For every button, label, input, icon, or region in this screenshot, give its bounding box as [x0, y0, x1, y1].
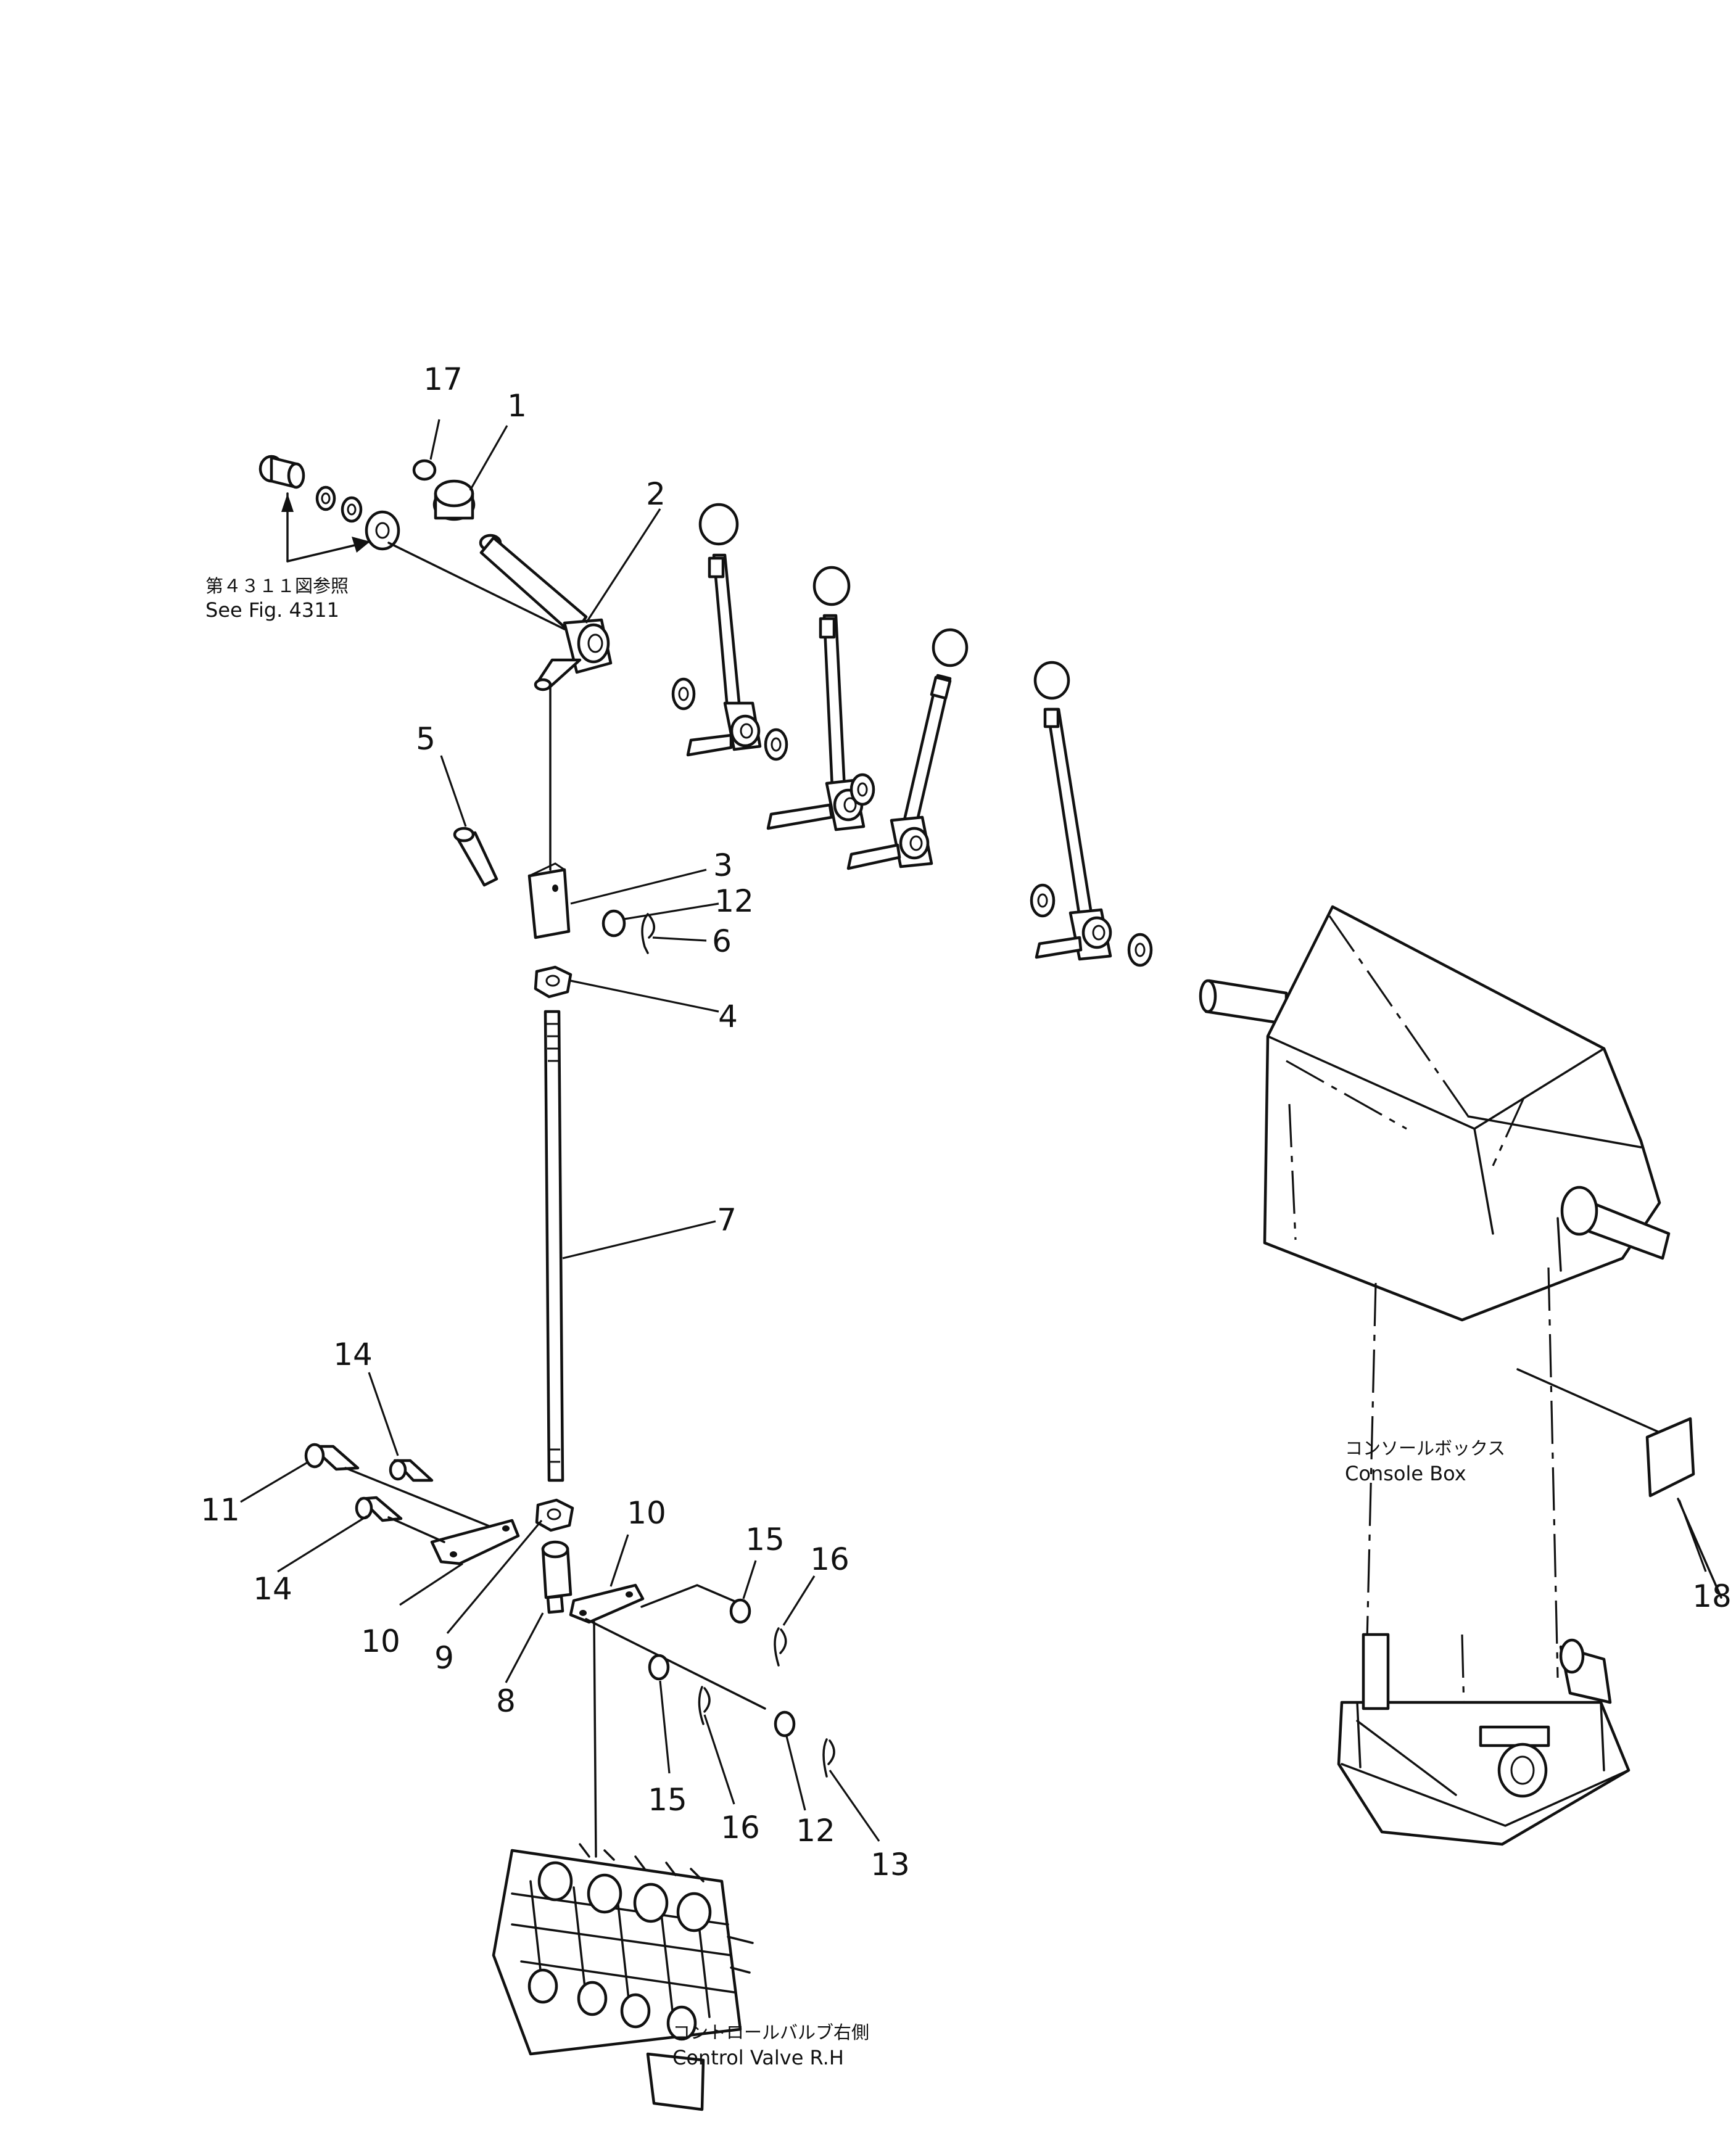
callout-14-top: 14 — [333, 1337, 373, 1372]
control-lever-3 — [846, 628, 969, 870]
console-box-label-en: Console Box — [1345, 1462, 1466, 1485]
callout-9: 9 — [434, 1640, 454, 1676]
part-1-cap — [432, 479, 476, 521]
part-16-cotter-bottom — [698, 1686, 711, 1725]
callout-16-bottom: 16 — [721, 1810, 760, 1845]
part-11-bolt — [304, 1443, 360, 1471]
callout-10-right: 10 — [627, 1495, 666, 1531]
fig-ref-pin-group — [258, 455, 400, 563]
callout-17: 17 — [423, 361, 463, 397]
part-6-cotter-top — [641, 913, 655, 954]
callout-15-top: 15 — [745, 1522, 785, 1557]
part-2-main-lever — [479, 534, 613, 691]
lever-pin-axis — [387, 542, 566, 630]
part-10-link-right — [569, 1583, 645, 1624]
part-15-washer-bottom — [648, 1654, 670, 1681]
callout-3: 3 — [713, 847, 733, 883]
part-8-clevis — [541, 1540, 572, 1614]
callout-10-left: 10 — [361, 1623, 400, 1659]
callout-7: 7 — [717, 1202, 737, 1238]
part-9-nut-bottom — [535, 1498, 574, 1532]
part-15-washer-top — [729, 1598, 751, 1624]
link-right-upper-line — [640, 1584, 742, 1608]
fig-ref-note-en: See Fig. 4311 — [205, 598, 339, 622]
control-lever-1 — [671, 503, 762, 757]
callout-12-top: 12 — [714, 883, 754, 919]
control-valve-label-jp: コントロールバルブ右側 — [672, 2022, 869, 2043]
control-valve-rh — [492, 1843, 754, 2111]
leader-lines — [240, 419, 1707, 1842]
part-12-washer-bottom — [774, 1710, 796, 1738]
part-14-bolt-top — [389, 1459, 434, 1482]
callout-12-bottom: 12 — [796, 1813, 835, 1849]
callout-14-bottom: 14 — [253, 1571, 292, 1607]
control-valve-label-en: Control Valve R.H — [672, 2046, 844, 2069]
callout-4: 4 — [718, 999, 738, 1034]
control-lever-4 — [1030, 661, 1153, 967]
part-14-bolt-bottom — [355, 1496, 403, 1522]
callout-11: 11 — [200, 1492, 240, 1528]
part-4-nut-top — [534, 965, 572, 999]
part-5-pin — [453, 827, 498, 887]
part-10-link-left — [430, 1519, 520, 1565]
part-13-cotter — [822, 1738, 835, 1778]
console-box-label-jp: コンソールボックス — [1345, 1438, 1505, 1459]
part-16-cotter-top — [774, 1627, 787, 1667]
callout-6: 6 — [712, 923, 732, 959]
part-12-washer-top — [601, 909, 626, 938]
callout-16-top: 16 — [810, 1541, 849, 1577]
console-box — [1199, 905, 1722, 1846]
fig-ref-note-jp: 第４３１１図参照 — [205, 575, 349, 596]
part-17-plug — [412, 459, 437, 481]
control-lever-2 — [764, 566, 866, 831]
callout-2: 2 — [646, 476, 666, 512]
callout-1: 1 — [507, 388, 527, 424]
part-3-block — [527, 862, 571, 939]
callout-18: 18 — [1692, 1578, 1732, 1614]
part-7-rod — [544, 1010, 564, 1482]
callout-13: 13 — [870, 1847, 910, 1882]
callout-5: 5 — [416, 721, 436, 757]
callout-15-bottom: 15 — [648, 1782, 687, 1818]
callout-8: 8 — [496, 1683, 516, 1719]
